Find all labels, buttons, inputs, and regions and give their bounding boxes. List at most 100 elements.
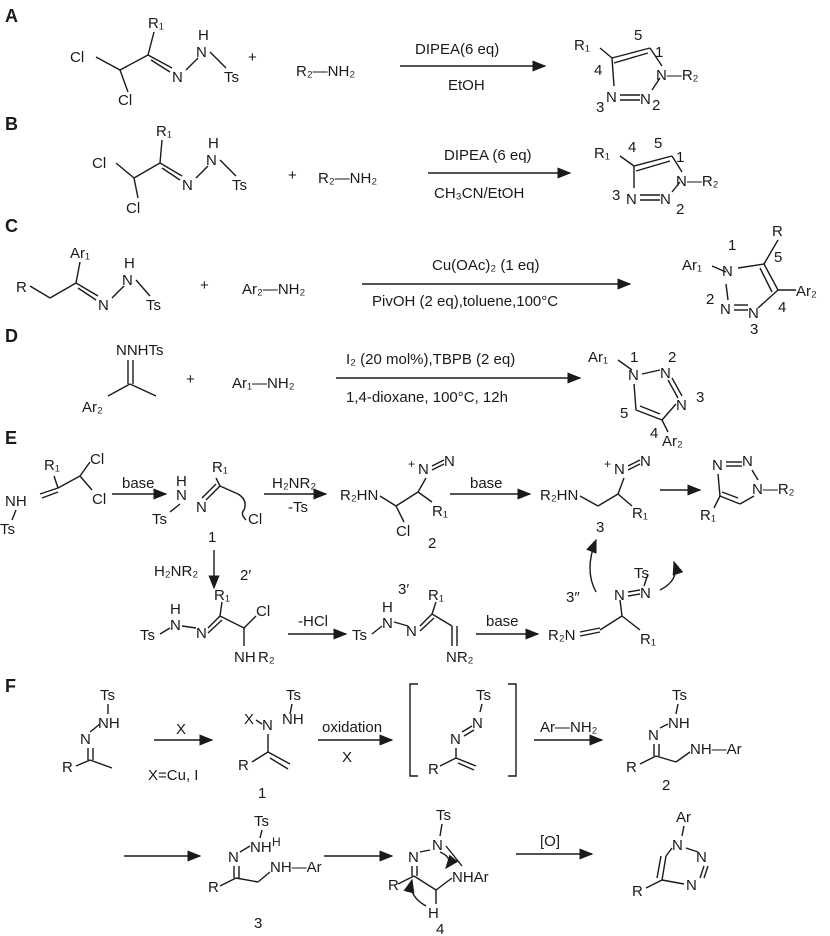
panel-label-e: E [5, 428, 17, 448]
atom-n: N [444, 453, 455, 470]
ring-number: 2 [676, 201, 684, 218]
panel-label-f: F [5, 676, 16, 696]
atom-ar1: Ar₁ [70, 245, 90, 262]
atom-n: N [80, 731, 91, 748]
atom-r1: R₁ [632, 505, 648, 522]
atom-n: N [660, 191, 671, 208]
atom-nh: NH [98, 715, 120, 732]
compound-number: 3″ [566, 589, 580, 606]
atom-n: N [262, 717, 273, 734]
compound-f-1: Ts X N NH R 1 [238, 687, 304, 802]
compound-e-2prime: Ts N H N R₁ Cl NH R₂ [140, 587, 275, 666]
atom-r: R [16, 279, 27, 296]
atom-ts: Ts [436, 807, 451, 824]
atom-ts: Ts [224, 69, 239, 86]
atom-n-r2: N—R₂ [656, 67, 699, 84]
amine-ar1nh2: Ar₁—NH₂ [232, 375, 295, 392]
compound-e-3doubleprime: 3″ R₂N R₁ N N Ts [548, 538, 684, 648]
atom-n: N [98, 297, 109, 314]
atom-ar2: Ar₂ [662, 433, 683, 450]
step1-reagent-f: X [176, 721, 186, 738]
atom-ts: Ts [146, 297, 161, 314]
compound-number: 3 [596, 519, 604, 536]
triazole-product-b: R₁ N N N—R₂ 4 5 1 2 3 [594, 135, 719, 218]
compound-number: 2 [662, 777, 670, 794]
ring-number: 1 [630, 349, 638, 366]
atom-n: N [676, 397, 687, 414]
atom-ts: Ts [0, 521, 15, 538]
atom-ts: Ts [152, 511, 167, 528]
compound-number: 2′ [240, 567, 251, 584]
step3-reagent: base [470, 475, 503, 492]
ring-number: 2 [706, 291, 714, 308]
atom-ar2: Ar₂ [82, 399, 103, 416]
atom-r1: R₁ [432, 503, 448, 520]
ring-number: 2 [652, 97, 660, 114]
atom-h-lone: H [272, 835, 281, 849]
atom-r: R [428, 761, 439, 778]
atom-ar2: Ar₂ [796, 283, 817, 300]
atom-n: N [206, 152, 217, 169]
atom-r2hn: R₂HN [340, 487, 378, 504]
atom-ts: Ts [476, 687, 491, 704]
compound-number: 3 [254, 915, 262, 932]
atom-n: N [672, 837, 683, 854]
atom-n: N [640, 585, 651, 602]
atom-n: N [614, 461, 625, 478]
atom-r: R [772, 223, 783, 240]
atom-n: N [406, 623, 417, 640]
atom-ts: Ts [634, 565, 649, 582]
step2-leaving: -Ts [288, 499, 308, 516]
condition-top-b: DIPEA (6 eq) [444, 147, 532, 164]
atom-n: N [472, 715, 483, 732]
compound-e-1: R₁ N N H Ts Cl 1 [152, 459, 262, 546]
panel-label-b: B [5, 114, 18, 134]
atom-n: N [176, 487, 187, 504]
compound-number: 3′ [398, 581, 409, 598]
atom-nnhts: NNHTs [116, 342, 164, 359]
atom-h: H [382, 599, 393, 616]
atom-n: N [686, 877, 697, 894]
oxidation-label: oxidation [322, 719, 382, 736]
atom-n: N [626, 191, 637, 208]
atom-cl: Cl [90, 451, 104, 468]
atom-nh: NH [668, 715, 690, 732]
plus-sign: + [200, 277, 209, 294]
ring-number: 4 [778, 299, 786, 316]
step1-reagent: base [122, 475, 155, 492]
atom-r: R [388, 877, 399, 894]
atom-nh-ar: NH—Ar [690, 741, 742, 758]
compound-number: 1 [258, 785, 266, 802]
atom-n: N [172, 69, 183, 86]
atom-cl: Cl [118, 92, 132, 109]
compound-f-3: Ts NH H N R NH—Ar 3 [208, 813, 322, 932]
atom-cl: Cl [396, 523, 410, 540]
atom-nh: NH [282, 711, 304, 728]
compound-number: 1 [208, 529, 216, 546]
atom-hn-n: NH [5, 493, 27, 510]
atom-n-r2: N—R₂ [676, 173, 719, 190]
ring-number: 5 [654, 135, 662, 152]
atom-n: N [182, 177, 193, 194]
atom-n-r2: N—R₂ [752, 481, 795, 498]
ring-number: 5 [634, 27, 642, 44]
condition-bottom-b: CH₃CN/EtOH [434, 185, 524, 202]
panel-d: D NNHTs Ar₂ + Ar₁—NH₂ I₂ (20 mol%),TBPB … [5, 326, 704, 450]
atom-cl: Cl [70, 49, 84, 66]
bracket-intermediate: Ts N N R [409, 683, 517, 778]
triazole-product-c: Ar₁ N R Ar₂ N N 1 5 4 3 2 [682, 223, 817, 338]
atom-n: N [170, 617, 181, 634]
atom-n: N [648, 727, 659, 744]
atom-ts: Ts [352, 627, 367, 644]
ring-number: 5 [620, 405, 628, 422]
plus-sign: + [288, 167, 297, 184]
atom-r2hn: R₂HN [540, 487, 578, 504]
atom-n: N [742, 453, 753, 470]
atom-ar1: Ar₁ [682, 257, 702, 274]
atom-n: N [196, 499, 207, 516]
compound-e-3prime: 3′ Ts N H N R₁ NR₂ [352, 581, 474, 666]
atom-n: N [196, 44, 207, 61]
atom-nh: NH [250, 839, 272, 856]
panel-label-d: D [5, 326, 18, 346]
ring-number: 3 [696, 389, 704, 406]
